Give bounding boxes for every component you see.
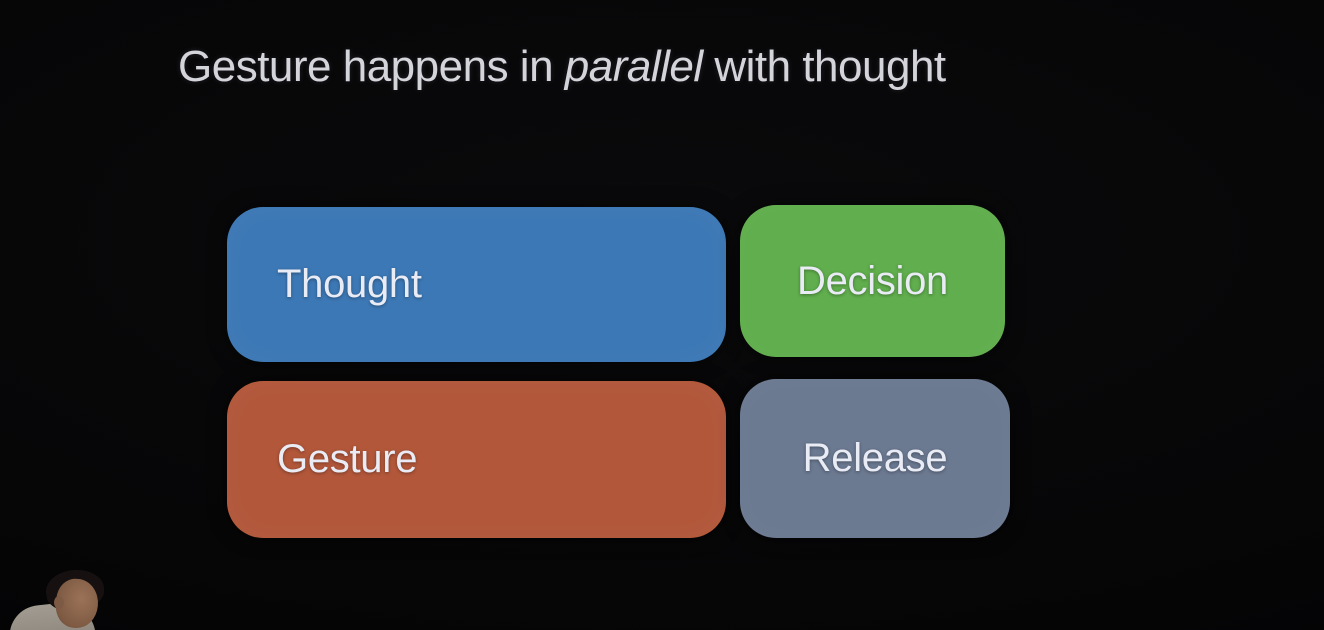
block-decision: Decision <box>740 205 1005 357</box>
presenter-ear <box>54 596 64 609</box>
slide-title-suffix: with thought <box>702 42 946 91</box>
block-thought-label: Thought <box>277 262 422 306</box>
slide-title: Gesture happens in parallel with thought <box>178 42 946 92</box>
block-gesture-label: Gesture <box>277 437 418 481</box>
block-thought: Thought <box>227 207 726 362</box>
block-decision-label: Decision <box>797 258 948 303</box>
presenter-head <box>43 566 107 630</box>
block-gesture: Gesture <box>227 381 726 538</box>
slide-title-emphasis: parallel <box>564 42 703 91</box>
block-release: Release <box>740 379 1010 538</box>
slide-title-prefix: Gesture happens in <box>178 42 565 91</box>
block-release-label: Release <box>802 436 948 480</box>
presenter-photo <box>6 566 138 630</box>
